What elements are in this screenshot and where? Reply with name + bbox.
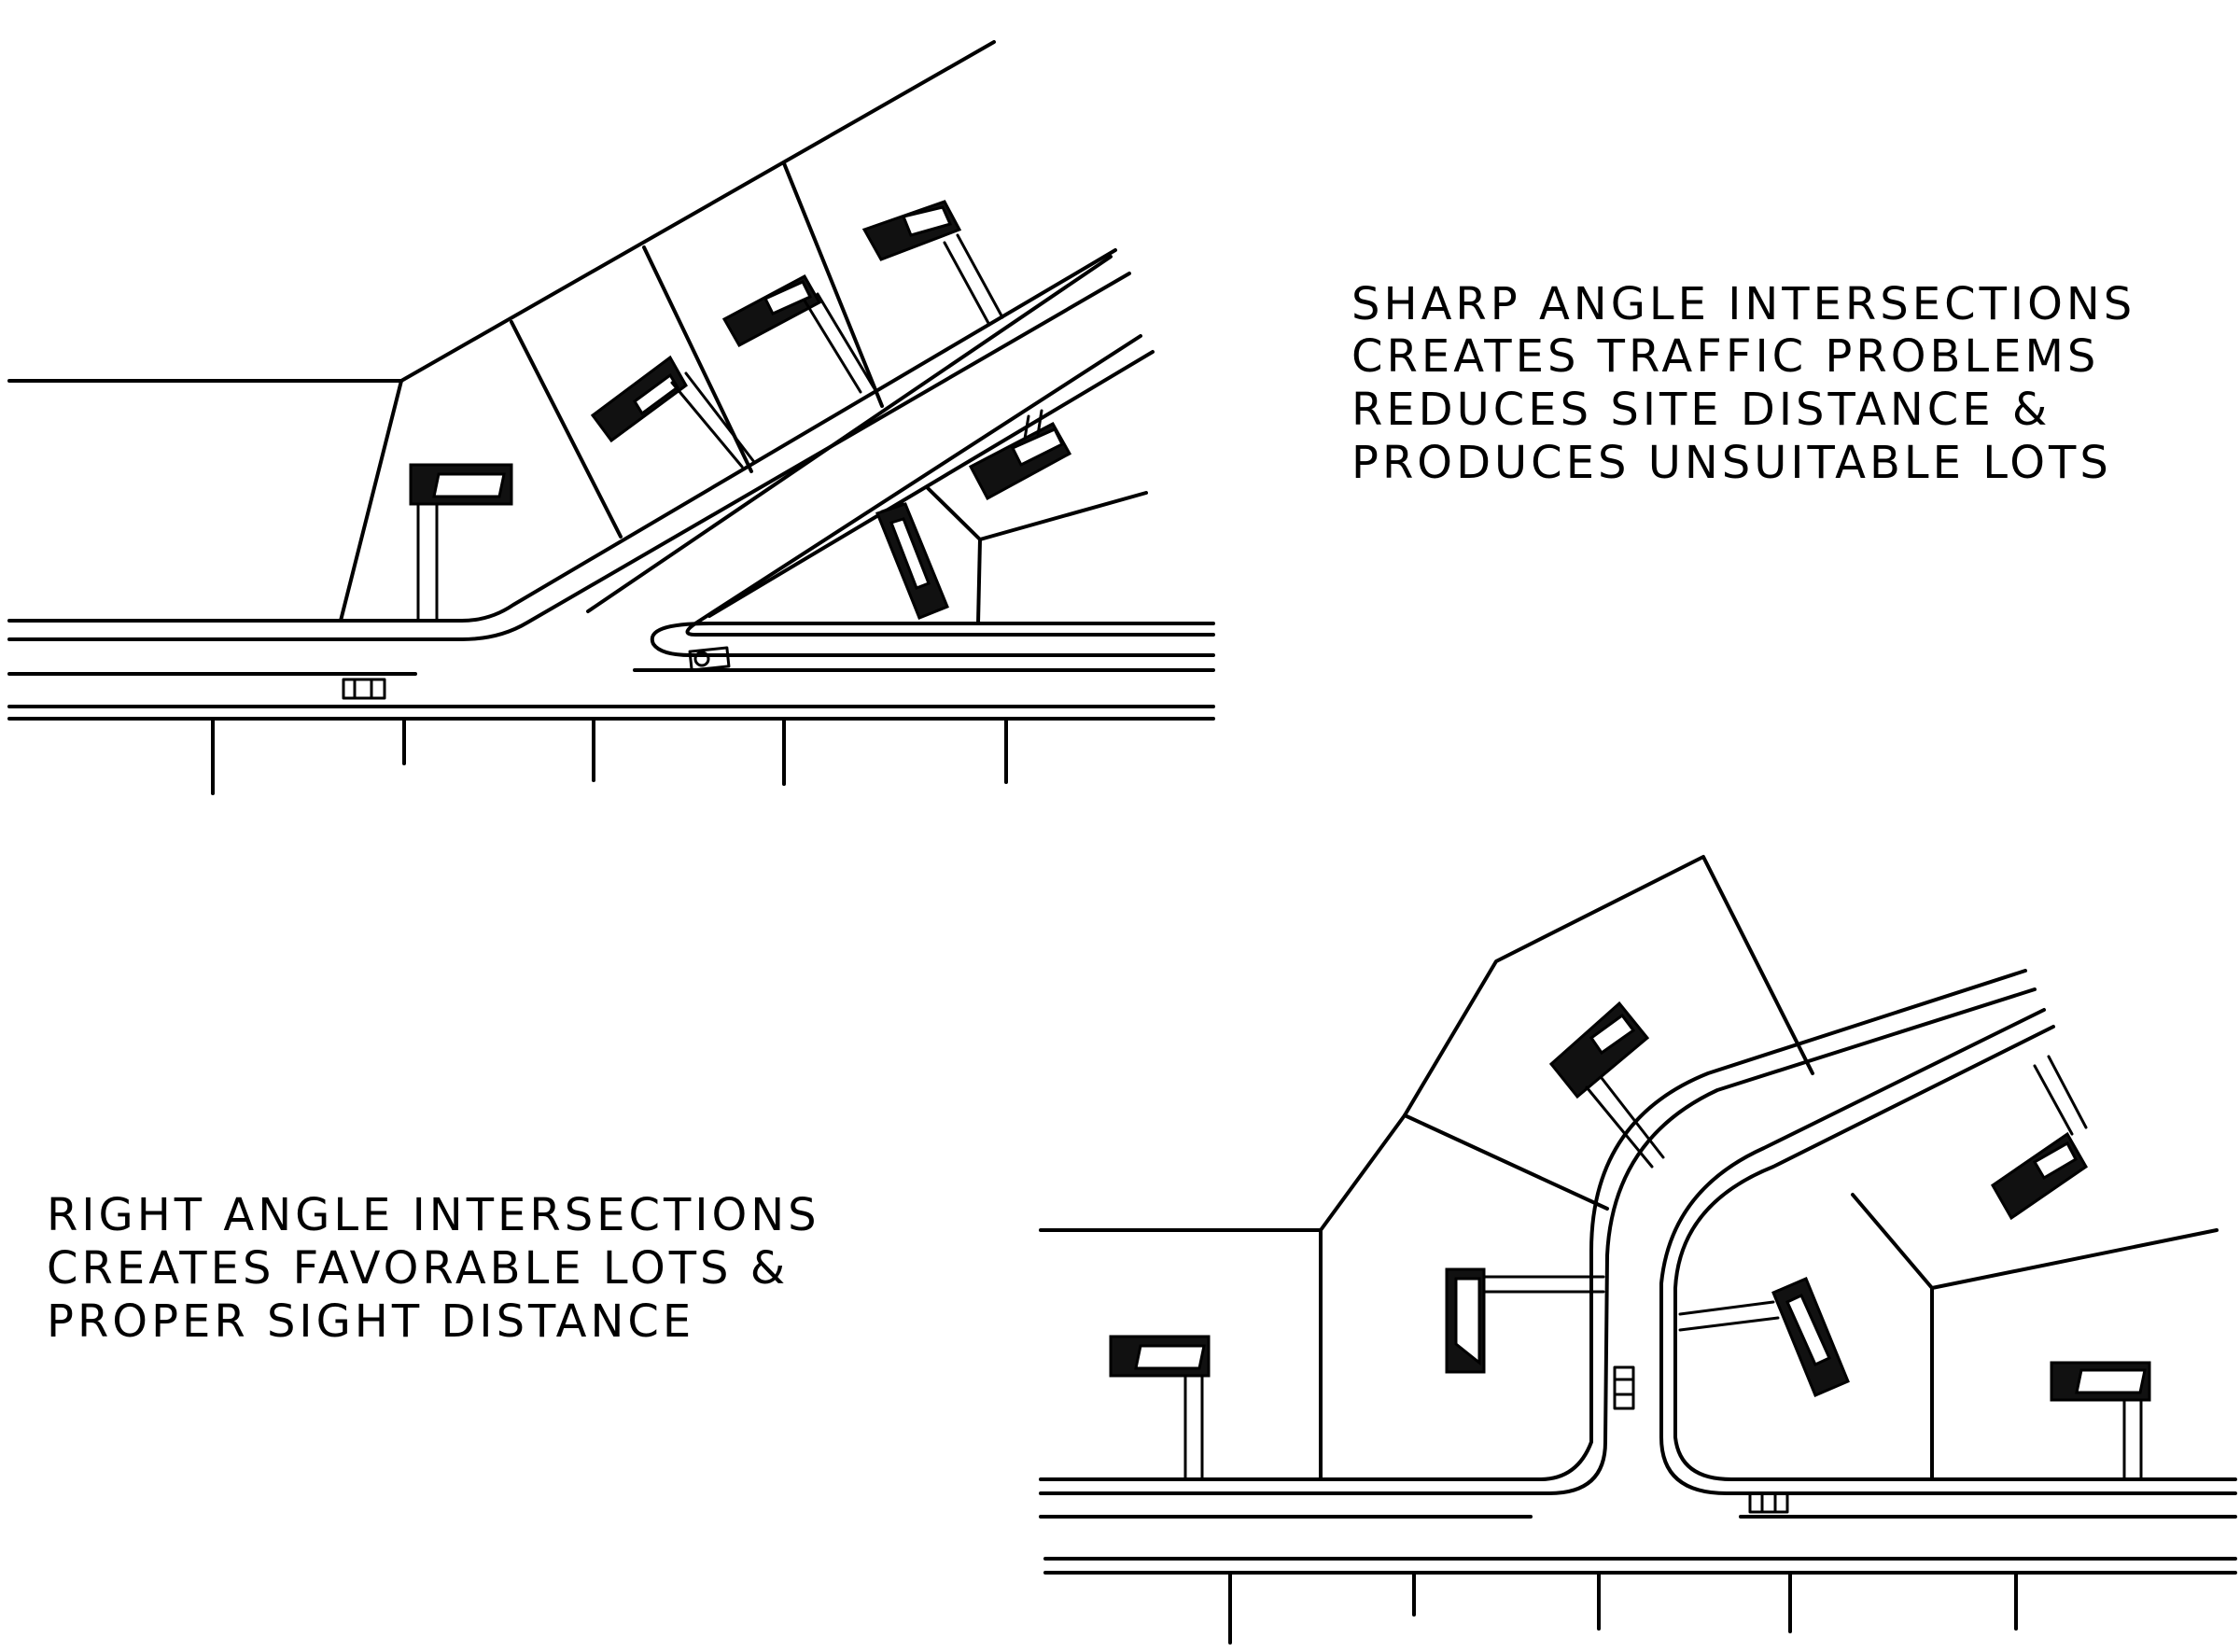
house-bottom-2 (1445, 1267, 1605, 1374)
house-bottom-6 (2050, 1361, 2151, 1481)
bottom-caption-line-1: RIGHT ANGLE INTERSECTIONS (47, 1189, 820, 1241)
house-top-4 (861, 200, 1004, 327)
top-caption-line-4: PRODUCES UNSUITABLE LOTS (1351, 437, 2112, 489)
sharp-angle-plan (7, 40, 1215, 795)
top-caption-line-2: CREATES TRAFFIC PROBLEMS (1351, 330, 2099, 383)
house-bottom-5 (1991, 1055, 2088, 1221)
house-top-5 (968, 409, 1072, 501)
house-top-6 (875, 502, 949, 620)
top-caption-line-3: REDUCES SITE DISTANCE & (1351, 384, 2051, 436)
house-bottom-3 (1548, 1001, 1665, 1169)
house-top-2 (590, 355, 756, 469)
car-top-1 (342, 678, 386, 700)
car-bottom-2 (1748, 1491, 1789, 1514)
house-bottom-4 (1678, 1277, 1850, 1397)
lot-lines-bottom (1039, 855, 2219, 1645)
right-angle-plan (1039, 855, 2237, 1645)
house-top-3 (721, 273, 875, 394)
lot-lines-top (7, 40, 1148, 795)
main-road-top (7, 248, 1215, 721)
house-top-1 (409, 463, 513, 623)
house-bottom-1 (1109, 1335, 1211, 1481)
main-road-bottom (1039, 969, 2237, 1575)
car-top-2 (688, 646, 731, 672)
bottom-caption-line-3: PROPER SIGHT DISTANCE (47, 1295, 694, 1348)
bottom-caption: RIGHT ANGLE INTERSECTIONS CREATES FAVORA… (47, 1189, 820, 1348)
bottom-caption-line-2: CREATES FAVORABLE LOTS & (47, 1242, 789, 1295)
top-caption-line-1: SHARP ANGLE INTERSECTIONS (1351, 278, 2135, 330)
car-bottom-1 (1613, 1365, 1635, 1410)
top-caption: SHARP ANGLE INTERSECTIONS CREATES TRAFFI… (1351, 278, 2135, 489)
